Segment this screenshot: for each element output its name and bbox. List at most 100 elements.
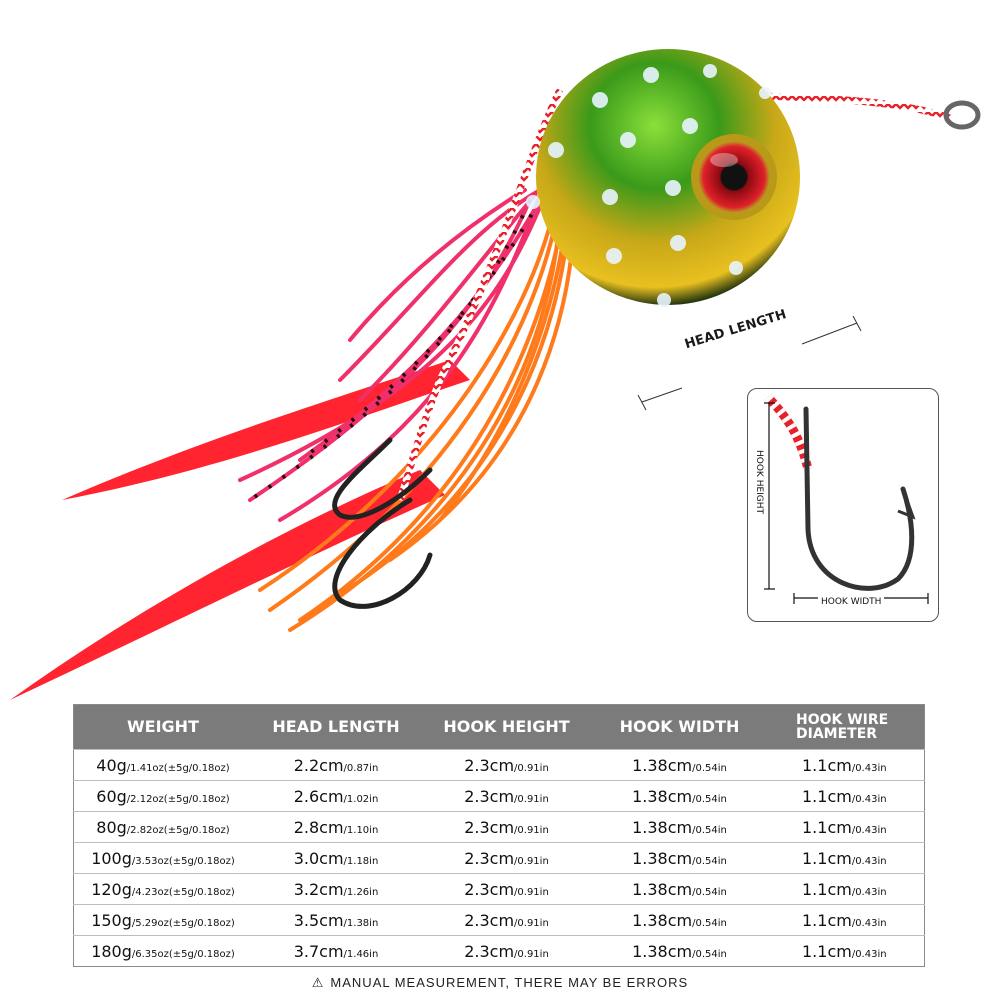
header-hook-width: HOOK WIDTH: [593, 704, 766, 750]
header-hook-height: HOOK HEIGHT: [420, 704, 593, 750]
wire-sub-text: /0.43in: [851, 948, 887, 960]
hook-h-sub-text: /0.91in: [514, 793, 549, 805]
cell-hook-height: 2.3cm/0.91in: [420, 873, 593, 905]
cell-wire-diameter: 1.1cm/0.43in: [766, 935, 925, 967]
weight-sub-text: /5.29oz(±5g/0.18oz): [131, 917, 235, 929]
cell-hook-width: 1.38cm/0.54in: [593, 904, 766, 936]
wire-sub-text: /0.43in: [851, 886, 887, 898]
table-row: 100g/3.53oz(±5g/0.18oz) 3.0cm/1.18in 2.3…: [73, 842, 925, 874]
hook-w-text: 1.38cm: [632, 879, 693, 899]
cell-wire-diameter: 1.1cm/0.43in: [766, 749, 925, 781]
header-weight: WEIGHT: [73, 704, 252, 750]
cell-weight: 40g/1.41oz(±5g/0.18oz): [73, 749, 252, 781]
head-sub-text: /1.46in: [343, 948, 379, 960]
hook-h-text: 2.3cm: [464, 848, 515, 868]
assist-line: [396, 88, 564, 502]
wire-text: 1.1cm: [802, 817, 852, 837]
hook-h-text: 2.3cm: [464, 817, 515, 837]
wire-text: 1.1cm: [802, 755, 852, 775]
hook-h-sub-text: /0.91in: [514, 886, 549, 898]
hook-pair: [332, 437, 433, 609]
hook-w-sub-text: /0.54in: [692, 824, 727, 836]
cell-hook-width: 1.38cm/0.54in: [593, 749, 766, 781]
cell-hook-height: 2.3cm/0.91in: [420, 749, 593, 781]
cell-hook-width: 1.38cm/0.54in: [593, 935, 766, 967]
head-text: 3.2cm: [293, 879, 344, 899]
head-sub-text: /1.26in: [343, 886, 379, 898]
weight-text: 120g: [91, 879, 132, 899]
cell-wire-diameter: 1.1cm/0.43in: [766, 842, 925, 874]
weight-text: 180g: [91, 941, 132, 961]
head-text: 3.7cm: [293, 941, 344, 961]
measurement-note: ⚠MANUAL MEASUREMENT, THERE MAY BE ERRORS: [311, 975, 689, 990]
wire-sub-text: /0.43in: [851, 917, 887, 929]
weight-sub-text: /1.41oz(±5g/0.18oz): [126, 762, 230, 774]
hook-h-text: 2.3cm: [464, 941, 515, 961]
hook-w-sub-text: /0.54in: [692, 948, 727, 960]
header-hook-wire-diameter: HOOK WIRE DIAMETER: [766, 704, 925, 750]
tail-fins: [10, 360, 470, 700]
cell-head-length: 3.7cm/1.46in: [252, 935, 420, 967]
table-row: 180g/6.35oz(±5g/0.18oz) 3.7cm/1.46in 2.3…: [73, 935, 925, 967]
cell-wire-diameter: 1.1cm/0.43in: [766, 811, 925, 843]
hook-w-text: 1.38cm: [632, 941, 693, 961]
cell-hook-width: 1.38cm/0.54in: [593, 780, 766, 812]
cell-hook-height: 2.3cm/0.91in: [420, 811, 593, 843]
hook-h-text: 2.3cm: [464, 755, 515, 775]
split-ring-icon: [943, 100, 981, 130]
cell-hook-width: 1.38cm/0.54in: [593, 842, 766, 874]
head-sub-text: /1.10in: [343, 824, 379, 836]
hook-h-sub-text: /0.91in: [514, 917, 549, 929]
weight-sub-text: /2.12oz(±5g/0.18oz): [126, 793, 230, 805]
wire-text: 1.1cm: [802, 786, 852, 806]
head-text: 2.6cm: [293, 786, 344, 806]
table-row: 150g/5.29oz(±5g/0.18oz) 3.5cm/1.38in 2.3…: [73, 904, 925, 936]
cell-wire-diameter: 1.1cm/0.43in: [766, 904, 925, 936]
wire-text: 1.1cm: [802, 941, 852, 961]
wire-text: 1.1cm: [802, 879, 852, 899]
cell-weight: 80g/2.82oz(±5g/0.18oz): [73, 811, 252, 843]
hook-h-sub-text: /0.91in: [514, 948, 549, 960]
weight-text: 150g: [91, 910, 132, 930]
weight-text: 60g: [96, 786, 127, 806]
cell-wire-diameter: 1.1cm/0.43in: [766, 780, 925, 812]
hook-w-text: 1.38cm: [632, 755, 693, 775]
hook-h-text: 2.3cm: [464, 879, 515, 899]
hook-h-text: 2.3cm: [464, 786, 515, 806]
cell-hook-height: 2.3cm/0.91in: [420, 904, 593, 936]
hook-w-sub-text: /0.54in: [692, 855, 727, 867]
hook-h-sub-text: /0.91in: [514, 855, 549, 867]
cell-hook-height: 2.3cm/0.91in: [420, 935, 593, 967]
cell-weight: 100g/3.53oz(±5g/0.18oz): [73, 842, 252, 874]
wire-sub-text: /0.43in: [851, 793, 887, 805]
wire-text: 1.1cm: [802, 848, 852, 868]
wire-sub-text: /0.43in: [851, 855, 887, 867]
cell-wire-diameter: 1.1cm/0.43in: [766, 873, 925, 905]
weight-sub-text: /2.82oz(±5g/0.18oz): [126, 824, 230, 836]
cell-hook-width: 1.38cm/0.54in: [593, 873, 766, 905]
hook-w-sub-text: /0.54in: [692, 886, 727, 898]
hook-w-sub-text: /0.54in: [692, 793, 727, 805]
cell-head-length: 2.2cm/0.87in: [252, 749, 420, 781]
head-text: 2.2cm: [293, 755, 344, 775]
head-length-dimension: [637, 315, 862, 411]
wire-text: 1.1cm: [802, 910, 852, 930]
hook-h-text: 2.3cm: [464, 910, 515, 930]
cell-hook-width: 1.38cm/0.54in: [593, 811, 766, 843]
table-row: 80g/2.82oz(±5g/0.18oz) 2.8cm/1.10in 2.3c…: [73, 811, 925, 843]
lure-product-image: [10, 49, 981, 700]
cell-hook-height: 2.3cm/0.91in: [420, 780, 593, 812]
cell-head-length: 3.0cm/1.18in: [252, 842, 420, 874]
head-sub-text: /0.87in: [343, 762, 379, 774]
wire-sub-text: /0.43in: [851, 824, 887, 836]
warning-triangle-icon: ⚠: [311, 975, 325, 990]
hook-width-label: HOOK WIDTH: [818, 597, 885, 607]
hook-h-sub-text: /0.91in: [514, 824, 549, 836]
weight-sub-text: /4.23oz(±5g/0.18oz): [131, 886, 235, 898]
hook-w-sub-text: /0.54in: [692, 917, 727, 929]
table-row: 120g/4.23oz(±5g/0.18oz) 3.2cm/1.26in 2.3…: [73, 873, 925, 905]
hook-detail-inset: [747, 388, 939, 622]
head-text: 2.8cm: [293, 817, 344, 837]
weight-text: 100g: [91, 848, 132, 868]
hook-h-sub-text: /0.91in: [514, 762, 549, 774]
